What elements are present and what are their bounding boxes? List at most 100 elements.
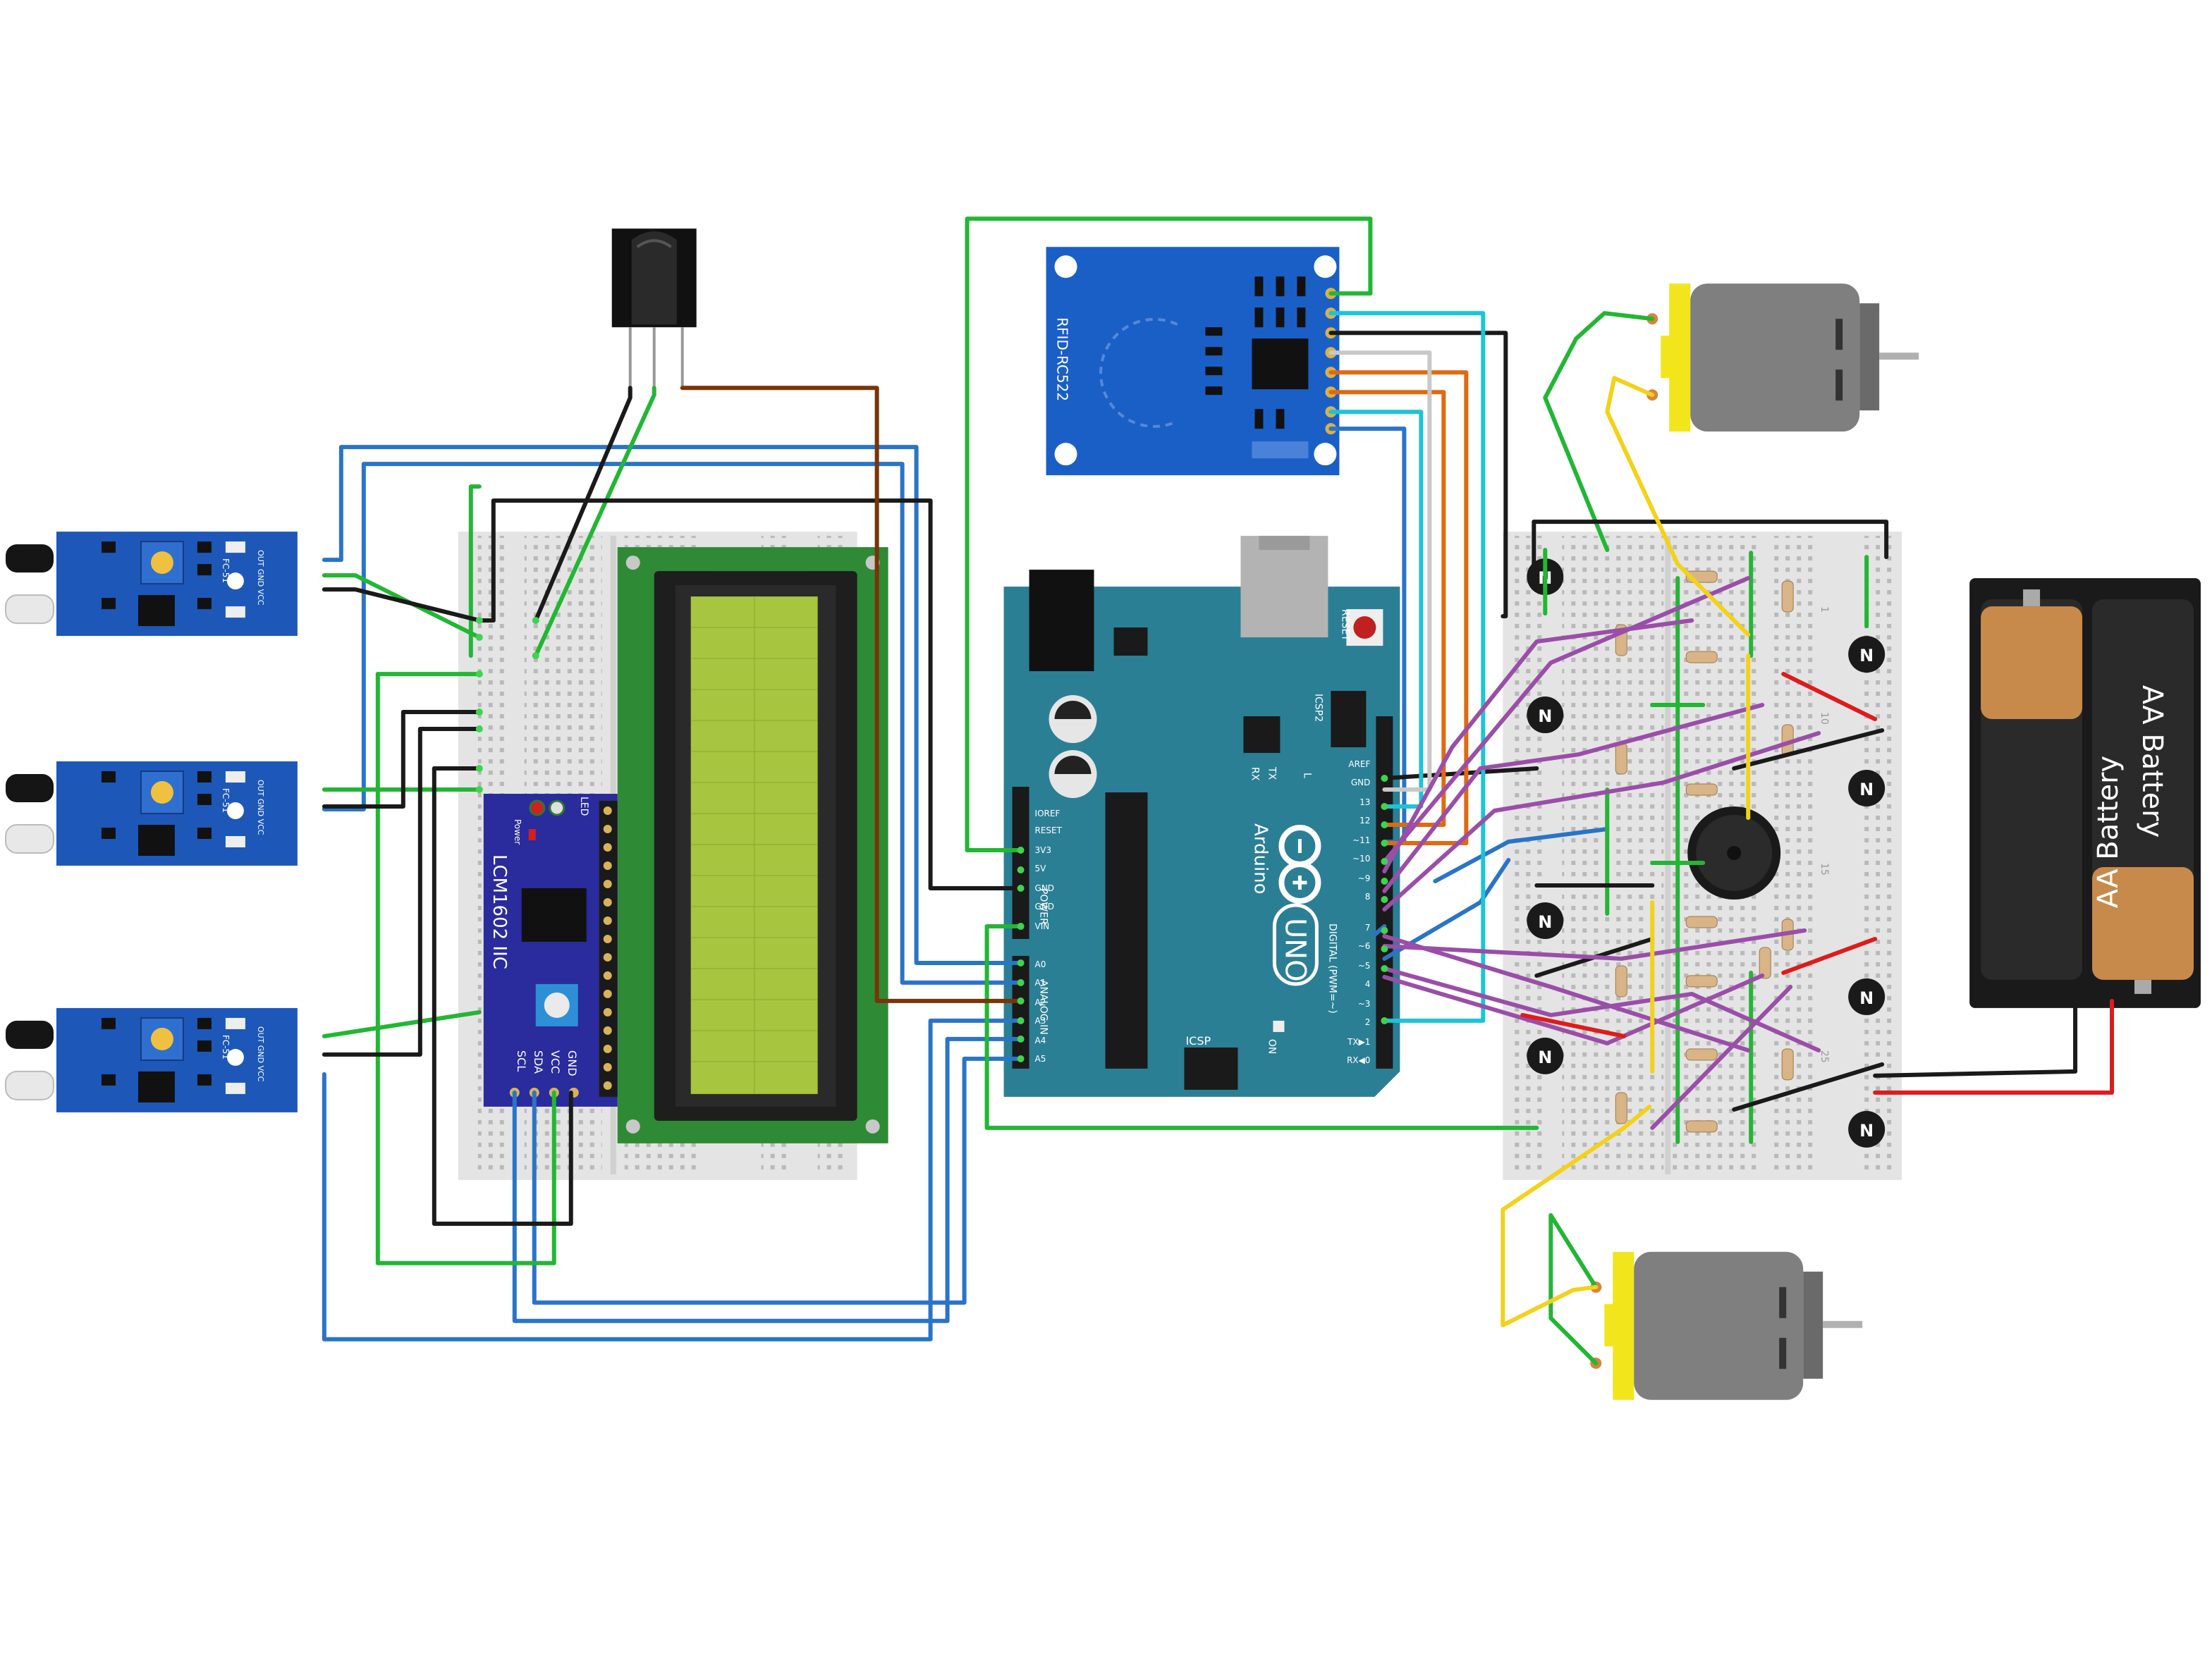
wires — [322, 216, 2115, 1366]
pin-7: 7 — [1365, 923, 1371, 933]
row-mark-25: 25 — [1819, 1050, 1830, 1063]
pin-6: ~6 — [1358, 941, 1371, 951]
pin-13: 13 — [1359, 797, 1370, 807]
pin-a3: A3 — [1035, 1016, 1046, 1026]
microcontroller-chip — [1105, 792, 1148, 1069]
pin-gnd-1: GND — [1035, 883, 1054, 893]
transistor-7: N — [1848, 978, 1886, 1015]
battery-label-2: AA Battery — [2136, 685, 2168, 837]
svg-text:N: N — [1859, 1121, 1874, 1141]
pin-gnd-d: GND — [1351, 778, 1370, 787]
reset-label: RESET — [1339, 609, 1350, 641]
transistor-4: N — [1527, 1037, 1564, 1074]
ir-receiver — [611, 228, 697, 388]
ir-sensor-3: FC-51 OUT GND VCC — [4, 1007, 298, 1112]
svg-text:UNO: UNO — [1278, 918, 1311, 982]
i2c-chip — [521, 888, 587, 942]
battery-pack: AA Battery AA Battery — [1969, 578, 2201, 1008]
rfid-reader: RFID-RC522 — [1046, 247, 1340, 476]
power-section-label: POWER — [1038, 888, 1049, 925]
uno-badge: UNO — [1272, 903, 1319, 986]
transistor-5: N — [1848, 636, 1886, 673]
pin-a1: A1 — [1035, 978, 1046, 988]
l-label: L — [1301, 773, 1312, 778]
i2c-label: LCM1602 IIC — [489, 854, 510, 969]
svg-text:N: N — [1538, 912, 1552, 932]
transistor-6: N — [1848, 770, 1886, 807]
lcd-i2c-backpack: LED Power LCM1602 IIC GND VCC SDA SCL — [483, 794, 618, 1107]
svg-text:N: N — [1859, 988, 1874, 1008]
pin-a2: A2 — [1035, 998, 1046, 1007]
i2c-led-label: LED — [578, 797, 589, 816]
pin-a0: A0 — [1035, 959, 1046, 969]
lcd-display — [617, 547, 888, 1143]
icsp2-header — [1331, 691, 1367, 748]
usb-port — [1240, 536, 1328, 638]
i2c-pin-gnd: GND — [566, 1050, 579, 1076]
on-label: ON — [1266, 1039, 1277, 1054]
dc-motor-bottom — [1590, 1251, 1863, 1400]
digital-label: DIGITAL (PWM=~) — [1326, 923, 1338, 1014]
tx-label: TX — [1266, 766, 1277, 780]
svg-text:N: N — [1538, 1048, 1552, 1067]
reset-button[interactable] — [1353, 616, 1376, 639]
wire-terminals — [475, 617, 1388, 1062]
ir-sensor-3-code: FC-51 — [221, 1035, 231, 1060]
svg-text:N: N — [1859, 780, 1874, 799]
ir-sensor-2: FC-51 OUT GND VCC — [4, 761, 298, 866]
row-mark-15: 15 — [1819, 863, 1830, 876]
pin-gnd-2: GND — [1035, 902, 1054, 912]
pin-3v3: 3V3 — [1035, 845, 1051, 855]
resistors — [1615, 570, 1794, 1133]
dc-motor-top — [1646, 283, 1919, 432]
pin-3: ~3 — [1358, 999, 1371, 1009]
ir-sensor-1-pins: OUT GND VCC — [256, 550, 265, 606]
pin-5v: 5V — [1035, 864, 1047, 873]
rfid-label: RFID-RC522 — [1054, 317, 1071, 401]
pin-5: ~5 — [1358, 961, 1371, 971]
arduino-uno: RESET ICSP2 RX TX L Arduino UNO DIGITAL … — [1003, 536, 1400, 1097]
i2c-pin-vcc: VCC — [549, 1050, 562, 1074]
row-mark-10: 10 — [1819, 712, 1830, 725]
i2c-power-label: Power — [513, 819, 523, 845]
ir-sensor-2-pins: OUT GND VCC — [256, 780, 265, 835]
pin-12: 12 — [1359, 816, 1370, 826]
pin-10: ~10 — [1352, 854, 1370, 864]
pin-rx0: RX◀0 — [1347, 1055, 1370, 1065]
power-jack — [1029, 570, 1094, 672]
battery-label-1: AA Battery — [2092, 756, 2125, 908]
transistor-3: N — [1527, 902, 1564, 939]
transistor-8: N — [1848, 1110, 1886, 1148]
row-mark-1: 1 — [1819, 606, 1830, 613]
pin-a5: A5 — [1035, 1054, 1046, 1064]
ir-sensor-1-code: FC-51 — [221, 558, 231, 583]
pin-aref: AREF — [1348, 759, 1370, 769]
icsp-header — [1184, 1047, 1238, 1090]
i2c-pin-scl: SCL — [515, 1050, 528, 1072]
ir-sensor-1: FC-51 OUT GND VCC — [4, 532, 298, 637]
pin-8: 8 — [1365, 892, 1371, 902]
svg-text:N: N — [1538, 706, 1552, 726]
ir-sensor-2-code: FC-51 — [221, 788, 231, 813]
pin-vin: VIN — [1035, 921, 1050, 931]
rx-label: RX — [1249, 767, 1260, 781]
pin-a4: A4 — [1035, 1036, 1046, 1045]
transistor-2: N — [1527, 697, 1564, 734]
icsp2-label: ICSP2 — [1312, 694, 1324, 722]
buzzer — [1687, 806, 1781, 900]
ir-sensor-3-pins: OUT GND VCC — [256, 1026, 265, 1082]
icsp-label: ICSP — [1185, 1034, 1211, 1048]
pin-ioref: IOREF — [1035, 809, 1061, 818]
pin-reset: RESET — [1035, 826, 1063, 835]
pin-tx1: TX▶1 — [1347, 1037, 1370, 1047]
i2c-pin-sda: SDA — [532, 1050, 545, 1074]
svg-text:N: N — [1859, 646, 1874, 665]
arduino-brand: Arduino — [1249, 823, 1271, 895]
pin-11: ~11 — [1352, 835, 1370, 845]
pin-9: ~9 — [1358, 873, 1371, 883]
pin-2: 2 — [1365, 1017, 1371, 1027]
arduino-logo — [1278, 825, 1321, 904]
analog-section-label: ANALOG IN — [1038, 980, 1049, 1035]
pin-4: 4 — [1365, 979, 1371, 989]
